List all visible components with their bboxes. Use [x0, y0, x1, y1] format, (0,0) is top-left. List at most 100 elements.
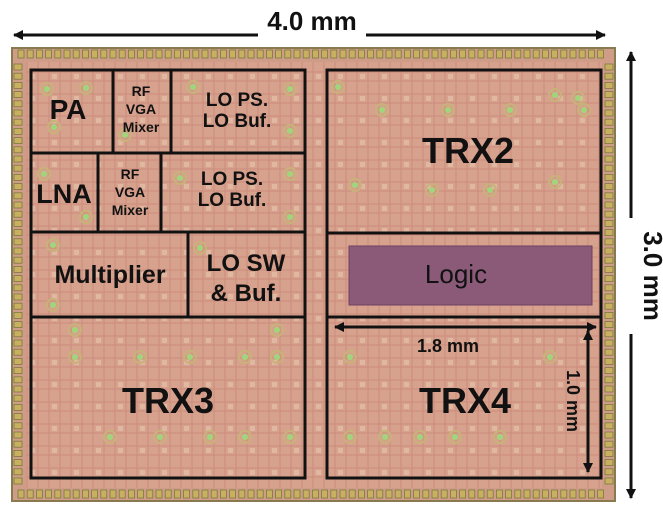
bond-pad — [137, 489, 145, 499]
bond-pad — [127, 49, 135, 59]
circuit-pad-dot — [207, 434, 213, 440]
bond-pad — [275, 489, 283, 499]
label-rf-bottom-3: Mixer — [112, 202, 149, 218]
block-trx4 — [325, 315, 603, 480]
block-trx3 — [29, 315, 307, 480]
bond-pad — [13, 449, 23, 457]
circuit-pad-ring — [46, 238, 60, 252]
bond-pad — [604, 330, 614, 338]
bond-pad — [604, 394, 614, 402]
bond-pad — [13, 100, 23, 108]
bond-pad — [376, 49, 384, 59]
pad-ring — [13, 49, 614, 499]
bond-pad — [54, 489, 62, 499]
bond-pad — [293, 489, 301, 499]
label-lo-ps-top-1: LO PS. — [206, 90, 268, 111]
label-lo-sw-2: & Buf. — [211, 280, 282, 307]
bond-pad — [26, 49, 34, 59]
bond-pad — [13, 302, 23, 310]
circuit-pad-ring — [193, 241, 207, 255]
bond-pad — [63, 49, 71, 59]
circuit-pad-dot — [547, 354, 553, 360]
circuit-pad-ring — [375, 103, 389, 117]
label-rf-bottom-1: RF — [121, 166, 140, 182]
bond-pad — [13, 477, 23, 485]
circuit-pad-ring — [238, 350, 252, 364]
bond-pad — [256, 49, 264, 59]
circuit-pad-ring — [283, 210, 297, 224]
circuit-pad-dot — [83, 85, 89, 91]
circuit-pad-ring — [543, 350, 557, 364]
circuit-pad-dot — [274, 327, 280, 333]
bond-pad — [532, 49, 540, 59]
bond-pad — [302, 489, 310, 499]
bond-pad — [357, 489, 365, 499]
bond-pad — [394, 489, 402, 499]
bond-pad — [13, 367, 23, 375]
circuit-pad-ring — [548, 88, 562, 102]
circuit-pad-dot — [429, 187, 435, 193]
bond-pad — [604, 403, 614, 411]
circuit-pad-ring — [283, 82, 297, 96]
circuit-pad-ring — [47, 120, 61, 134]
bond-pad — [604, 459, 614, 467]
bond-pad — [13, 72, 23, 80]
circuit-pad-ring — [203, 430, 217, 444]
bond-pad — [440, 49, 448, 59]
label-trx2: TRX2 — [422, 130, 514, 171]
bond-pad — [422, 49, 430, 59]
circuit-pad-ring — [153, 430, 167, 444]
circuit-pad-dot — [575, 95, 581, 101]
circuit-pad-ring — [68, 323, 82, 337]
circuit-pad-ring — [68, 350, 82, 364]
bond-pad — [459, 49, 467, 59]
bond-pad — [604, 219, 614, 227]
bond-pad — [604, 385, 614, 393]
bond-pad — [339, 489, 347, 499]
bond-pad — [367, 489, 375, 499]
circuit-pad-dot — [287, 214, 293, 220]
circuit-pad-ring — [413, 430, 427, 444]
label-lna: LNA — [36, 179, 92, 209]
circuit-pad-dot — [507, 107, 513, 113]
bond-pad — [413, 489, 421, 499]
bond-pad — [604, 63, 614, 71]
circuit-pad-dot — [287, 171, 293, 177]
bond-pad — [321, 489, 329, 499]
bond-pad — [13, 229, 23, 237]
circuit-pad-dot — [137, 354, 143, 360]
bond-pad — [293, 49, 301, 59]
bond-pad — [210, 49, 218, 59]
bond-pad — [588, 49, 595, 59]
circuit-pad-ring — [186, 80, 200, 94]
circuit-pad-dot — [552, 92, 558, 98]
bond-pad — [13, 357, 23, 365]
bond-pad — [13, 155, 23, 163]
bond-pad — [91, 49, 98, 59]
bond-pad — [413, 49, 421, 59]
bond-pad — [523, 489, 531, 499]
bond-pad — [219, 49, 227, 59]
trx4-width-label: 1.8 mm — [417, 336, 479, 356]
bond-pad — [183, 49, 191, 59]
circuit-pad-dot — [347, 434, 353, 440]
bond-pad — [219, 489, 227, 499]
bond-pad — [604, 302, 614, 310]
bond-pad — [604, 238, 614, 246]
bond-pad — [118, 489, 126, 499]
bond-pad — [569, 489, 577, 499]
circuit-pad-dot — [197, 245, 203, 251]
bond-pad — [604, 173, 614, 181]
circuit-pad-dot — [187, 354, 193, 360]
bond-pad — [13, 459, 23, 467]
bond-pad — [376, 489, 384, 499]
circuit-pad-ring — [331, 80, 345, 94]
bond-pad — [137, 49, 145, 59]
bond-pad — [569, 49, 577, 59]
bond-pad — [72, 489, 80, 499]
bond-pad — [173, 489, 181, 499]
bond-pad — [26, 489, 34, 499]
bond-pad — [604, 210, 614, 218]
circuit-pad-dot — [581, 107, 587, 113]
